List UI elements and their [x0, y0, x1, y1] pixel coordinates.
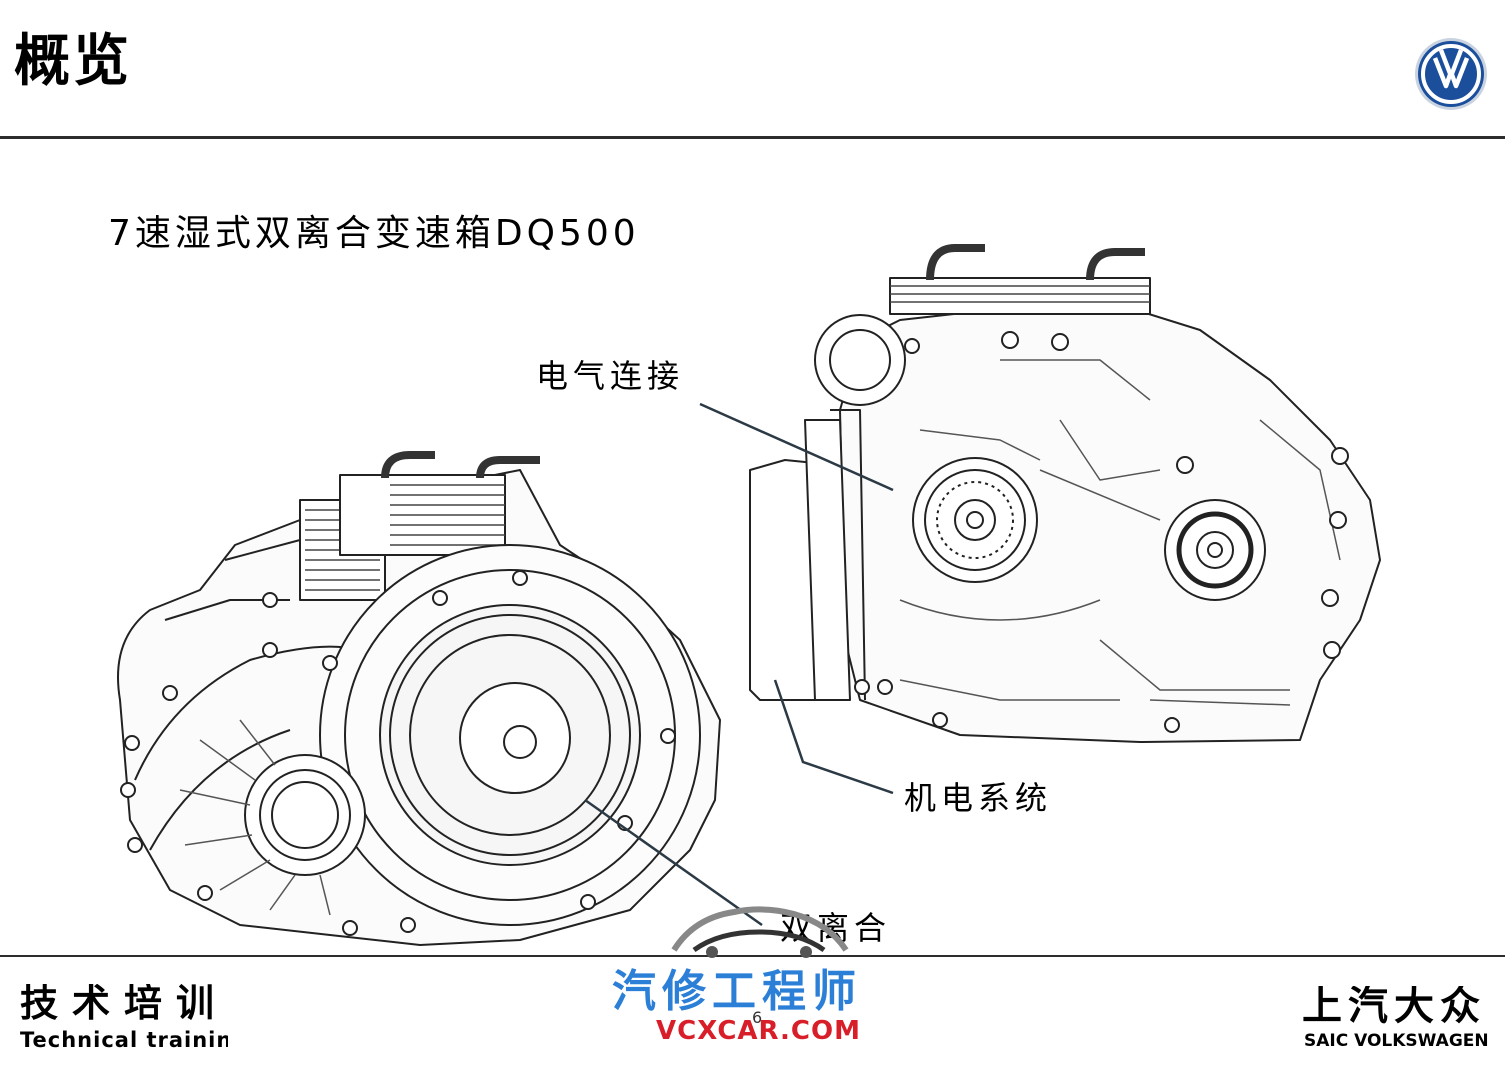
- vw-logo-icon: [1415, 38, 1487, 110]
- watermark-car-icon: [671, 906, 849, 958]
- callout-mechatronics: 机电系统: [904, 779, 1053, 817]
- page-title: 概览: [14, 29, 132, 94]
- footer-training-en: Technical training: [20, 1030, 228, 1051]
- footer-brand-en: SAIC VOLKSWAGEN: [1304, 1033, 1489, 1047]
- slide-subtitle: 7速湿式双离合变速箱DQ500: [108, 213, 640, 254]
- right-gearbox-drawing: [749, 244, 1381, 743]
- callout-electrical-connection: 电气连接: [536, 357, 685, 395]
- callout-leader-lines: [584, 402, 894, 927]
- left-gearbox-drawing: [117, 451, 721, 946]
- watermark-text-en: VCXCAR.COM: [656, 1016, 861, 1046]
- footer-brand-cn: 上汽大众: [1302, 986, 1486, 1026]
- header-divider: [0, 136, 1505, 139]
- page-number: 6: [752, 1008, 763, 1027]
- footer-training-cn: 技术培训: [20, 984, 228, 1022]
- footer-divider: [0, 955, 1505, 957]
- watermark-text-cn: 汽修工程师: [612, 966, 862, 1017]
